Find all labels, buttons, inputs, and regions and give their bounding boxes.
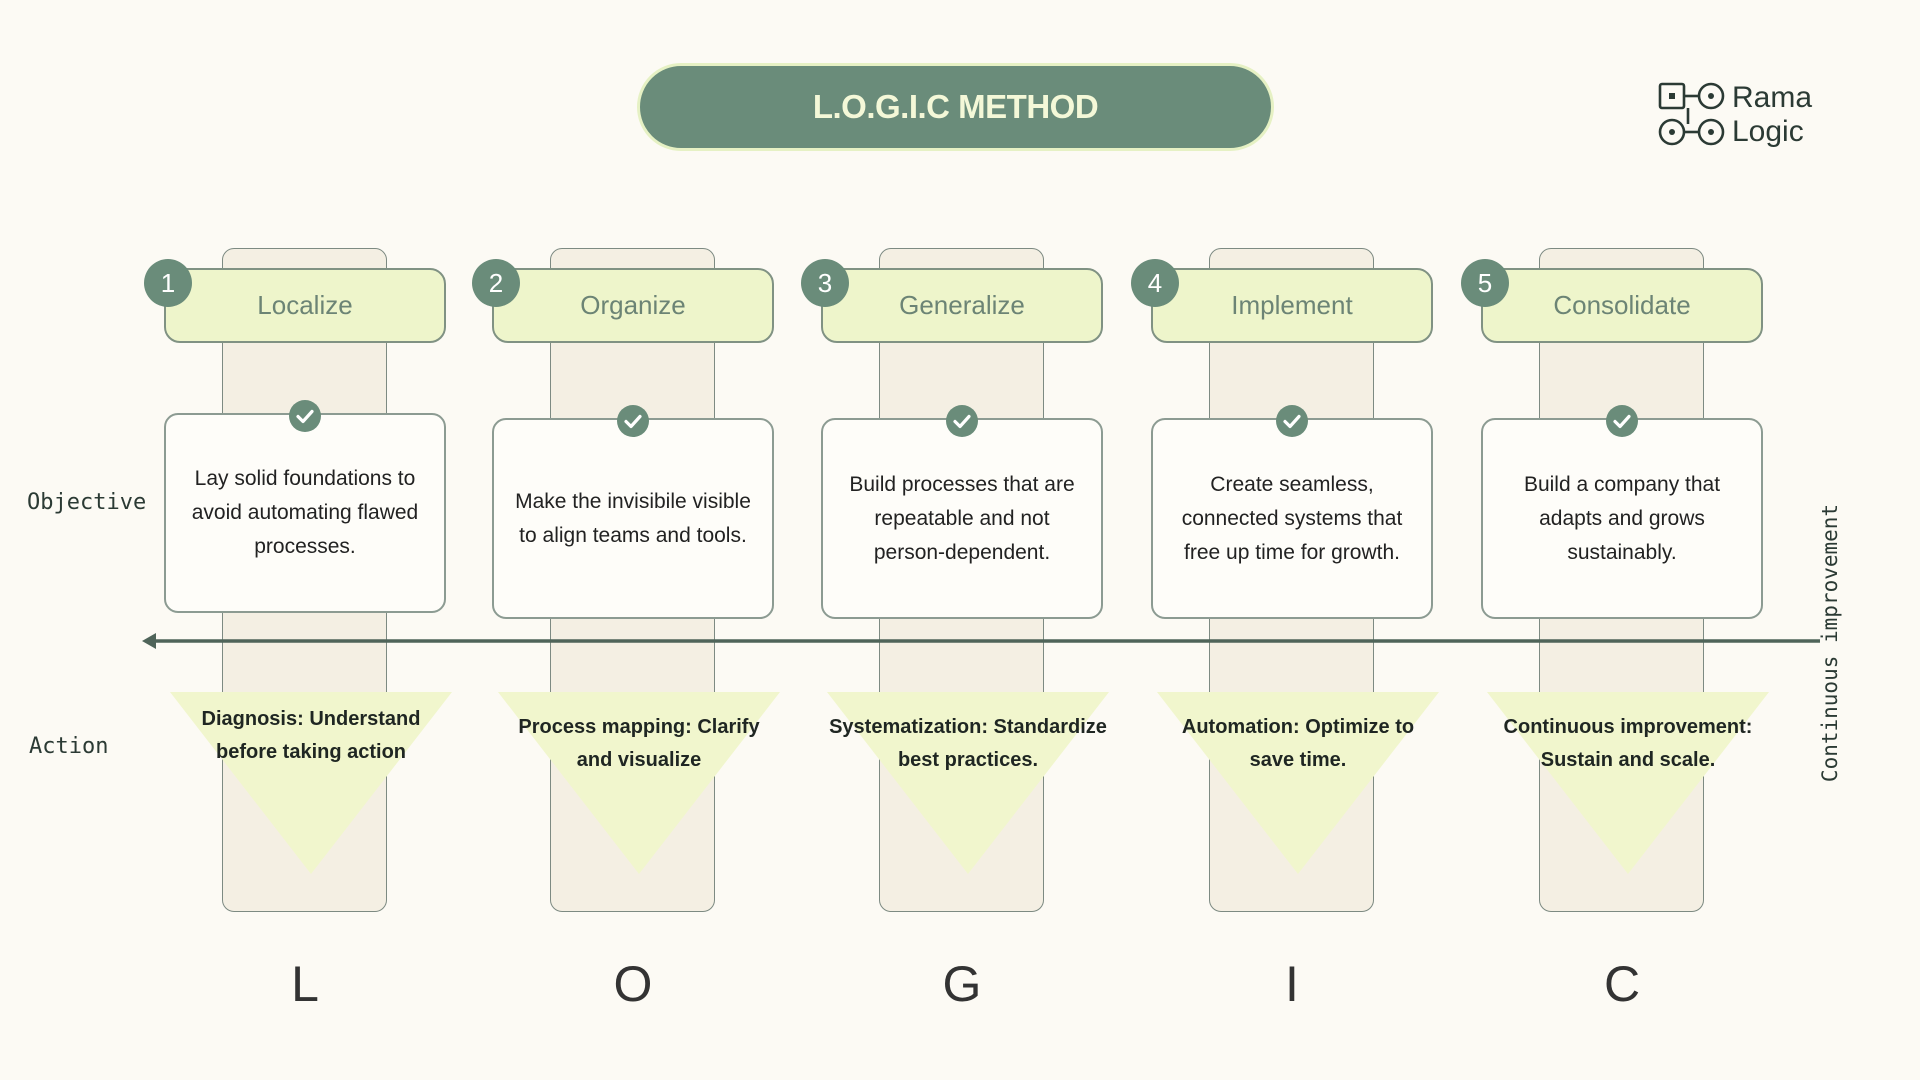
page-title: L.O.G.I.C METHOD bbox=[637, 63, 1274, 151]
acronym-letter: O bbox=[613, 956, 653, 1012]
action-triangle bbox=[827, 692, 1109, 874]
step-column-localize: Localize 1 Lay solid foundations to avoi… bbox=[0, 0, 452, 1080]
action-row-label: Action bbox=[29, 734, 109, 759]
objective-box: Make the invisibile visible to align tea… bbox=[492, 418, 774, 619]
step-name-pill: Implement bbox=[1151, 268, 1433, 343]
step-name: Organize bbox=[580, 290, 686, 320]
check-circle-icon bbox=[946, 405, 978, 437]
acronym-letter: G bbox=[942, 956, 982, 1012]
action-triangle bbox=[498, 692, 780, 874]
action-triangle bbox=[1157, 692, 1439, 874]
objective-text: Lay solid foundations to avoid automatin… bbox=[191, 467, 419, 558]
objective-text: Build a company that adapts and grows su… bbox=[1523, 472, 1721, 564]
step-number-badge: 2 bbox=[472, 259, 520, 307]
objective-box: Build processes that are repeatable and … bbox=[821, 418, 1103, 619]
action-text: Continuous improvement: Sustain and scal… bbox=[1503, 716, 1753, 771]
action-triangle bbox=[170, 692, 452, 874]
step-number-badge: 1 bbox=[144, 259, 192, 307]
brand-name: Rama Logic bbox=[1732, 81, 1812, 149]
brand-logo: Rama Logic bbox=[1658, 80, 1828, 152]
action-text: Systematization: Standardize best practi… bbox=[829, 716, 1107, 771]
continuous-improvement-label: Continuous improvement bbox=[1818, 503, 1842, 783]
brand-name-line-2: Logic bbox=[1732, 115, 1804, 148]
action-text: Automation: Optimize to save time. bbox=[1181, 716, 1415, 771]
step-name-pill: Localize bbox=[164, 268, 446, 343]
objective-box: Lay solid foundations to avoid automatin… bbox=[164, 413, 446, 613]
acronym-letter: L bbox=[291, 956, 319, 1012]
step-name: Consolidate bbox=[1553, 290, 1691, 320]
step-name-pill: Generalize bbox=[821, 268, 1103, 343]
step-column-organize: Organize 2 Make the invisibile visible t… bbox=[0, 0, 780, 1080]
action-text: Process mapping: Clarify and visualize bbox=[518, 716, 760, 771]
step-column-generalize: Generalize 3 Build processes that are re… bbox=[0, 0, 1109, 1080]
check-circle-icon bbox=[1276, 405, 1308, 437]
step-name: Implement bbox=[1231, 290, 1353, 320]
action-triangle bbox=[1487, 692, 1769, 874]
brand-name-line-1: Rama bbox=[1732, 81, 1813, 114]
objective-row-label: Objective bbox=[27, 490, 147, 515]
step-column-consolidate: Consolidate 5 Build a company that adapt… bbox=[0, 0, 1769, 1080]
objective-text: Create seamless, connected systems that … bbox=[1181, 472, 1403, 564]
node-network-logo-icon bbox=[1658, 82, 1725, 146]
action-text: Diagnosis: Understand before taking acti… bbox=[201, 708, 421, 763]
step-name-pill: Organize bbox=[492, 268, 774, 343]
objective-box: Build a company that adapts and grows su… bbox=[1481, 418, 1763, 619]
step-column-implement: Implement 4 Create seamless, connected s… bbox=[0, 0, 1439, 1080]
objective-text: Make the invisibile visible to align tea… bbox=[515, 489, 751, 547]
step-name: Generalize bbox=[899, 290, 1025, 320]
step-number-badge: 5 bbox=[1461, 259, 1509, 307]
step-name-pill: Consolidate bbox=[1481, 268, 1763, 343]
acronym-letter: I bbox=[1285, 956, 1299, 1012]
check-circle-icon bbox=[1606, 405, 1638, 437]
objective-text: Build processes that are repeatable and … bbox=[849, 472, 1075, 564]
check-circle-icon bbox=[289, 400, 321, 432]
objective-box: Create seamless, connected systems that … bbox=[1151, 418, 1433, 619]
acronym-letter: C bbox=[1603, 956, 1641, 1012]
step-number-badge: 3 bbox=[801, 259, 849, 307]
step-name: Localize bbox=[257, 290, 353, 320]
check-circle-icon bbox=[617, 405, 649, 437]
step-number-badge: 4 bbox=[1131, 259, 1179, 307]
continuous-improvement-arrow bbox=[142, 633, 1820, 649]
